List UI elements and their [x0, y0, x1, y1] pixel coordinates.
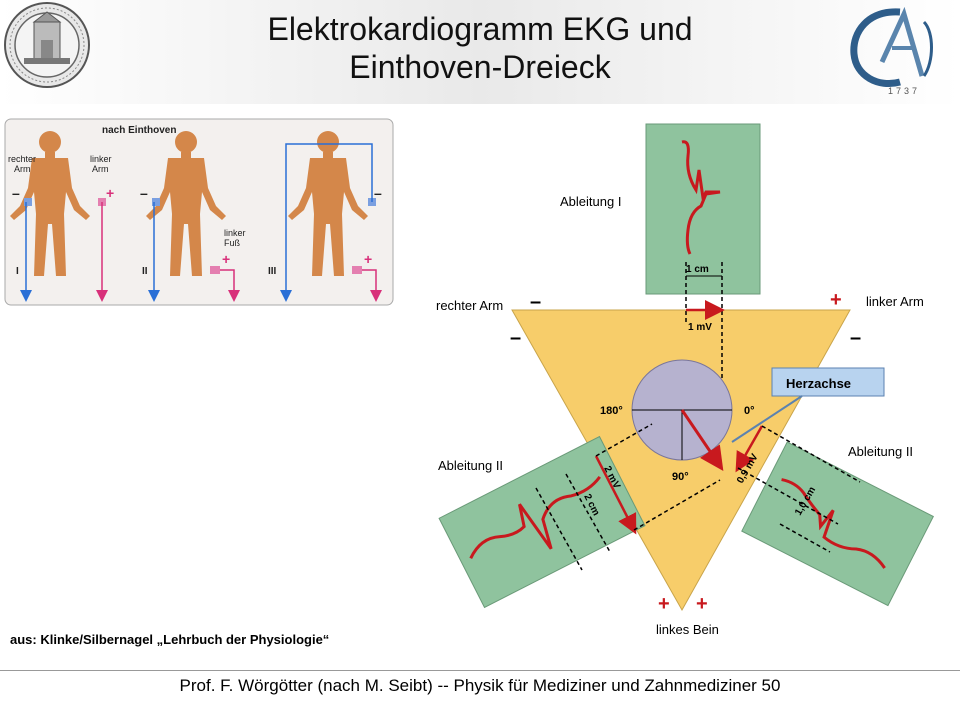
heart-axis-arrow [680, 409, 724, 471]
footer-divider [0, 670, 960, 671]
minus-sign: – [12, 185, 20, 201]
svg-text:–: – [850, 327, 861, 349]
lead-III-pink-wire [362, 269, 382, 302]
ecg-trace-II [469, 475, 602, 559]
vector-lead-II [594, 455, 637, 535]
label-rechter: rechter [8, 154, 36, 164]
label-ableitung-II: Ableitung II [438, 458, 503, 473]
label-linkes-bein: linkes Bein [656, 622, 719, 637]
einthoven-triangle-figure: 1 cm 1 mV Ableitung I 180° 0° 90° Herzac… [436, 123, 934, 637]
footer-text: Prof. F. Wörgötter (nach M. Seibt) -- Ph… [179, 676, 781, 695]
label-arm-left: Arm [92, 164, 109, 174]
svg-text:–: – [510, 327, 521, 349]
title-line-1: Elektrokardiogramm EKG und [267, 11, 693, 47]
label-linker-fuss-1: linker [224, 228, 246, 238]
label-90deg: 90° [672, 471, 689, 483]
svg-text:1737: 1737 [888, 86, 920, 96]
svg-text:–: – [530, 291, 541, 313]
label-ableitung-III: Ableitung II [848, 444, 913, 459]
ga-monogram-logo-icon: 1737 [850, 6, 933, 96]
vector-lead-III [735, 425, 764, 473]
label-0deg: 0° [744, 405, 755, 417]
page-title: Elektrokardiogramm EKG und Einthoven-Dre… [180, 10, 780, 86]
plus-sign: + [106, 185, 114, 201]
label-180deg: 180° [600, 405, 623, 417]
label-linker-fuss-2: Fuß [224, 238, 241, 248]
svg-text:+: + [364, 251, 372, 267]
title-line-2: Einthoven-Dreieck [349, 49, 611, 85]
einthoven-heading: nach Einthoven [102, 125, 176, 136]
label-rechter-arm: rechter Arm [436, 298, 503, 313]
label-arm-right: Arm [14, 164, 31, 174]
lead-label-III: III [268, 266, 277, 277]
svg-text:+: + [222, 251, 230, 267]
lead-III-blue-wire [280, 143, 373, 302]
university-seal-icon [4, 2, 90, 88]
svg-text:–: – [140, 185, 148, 201]
ecg-trace-I [681, 140, 721, 255]
ecg-trace-III [781, 478, 886, 569]
lead-II-pink-wire [220, 269, 240, 302]
source-caption: aus: Klinke/Silbernagel „Lehrbuch der Ph… [10, 632, 330, 647]
svg-text:+: + [696, 593, 708, 615]
label-1mv: 1 mV [688, 322, 712, 333]
lead-label-II: II [142, 266, 148, 277]
ableitung-I-box [645, 123, 761, 295]
lead-label-I: I [16, 266, 19, 277]
label-herzachse: Herzachse [786, 376, 851, 391]
herzachse-callout [771, 367, 885, 397]
svg-text:+: + [658, 593, 670, 615]
electrode-right-arm [24, 198, 32, 206]
header-band [0, 0, 960, 104]
svg-text:+: + [830, 289, 842, 311]
label-ableitung-I: Ableitung I [560, 194, 621, 209]
svg-text:–: – [374, 185, 382, 201]
label-1cm: 1 cm [686, 264, 709, 275]
ableitung-II-box [438, 435, 646, 609]
einthoven-leads-figure: nach Einthoven rechter Arm linker Arm – … [4, 118, 394, 306]
label-linker-arm: linker Arm [866, 294, 924, 309]
label-linker: linker [90, 154, 112, 164]
